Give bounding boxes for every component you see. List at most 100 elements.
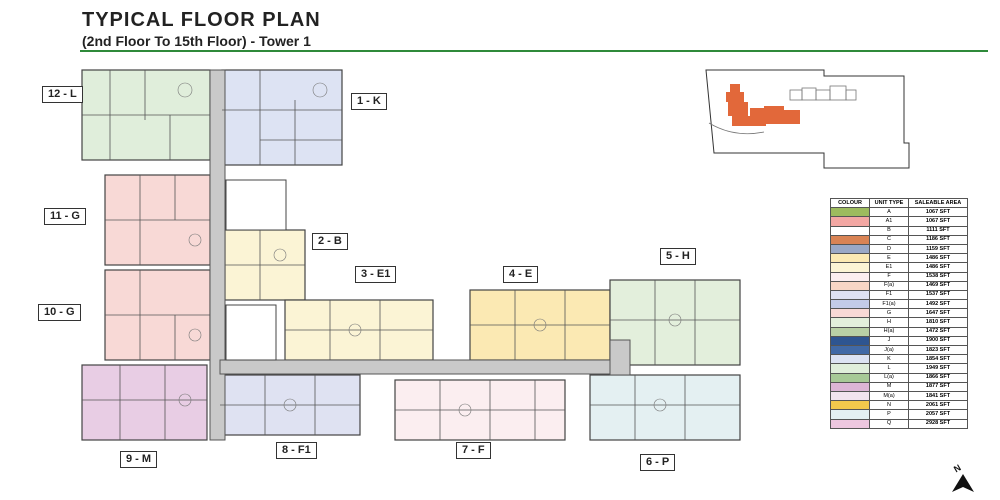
legend-color-swatch	[830, 381, 870, 392]
legend-color-swatch	[830, 317, 870, 328]
lift-core	[225, 304, 277, 361]
legend-row: H(a)1472 SFT	[830, 326, 968, 337]
legend-color-swatch	[830, 271, 870, 282]
legend-saleable-area: 1810 SFT	[908, 317, 968, 328]
legend-unit-type: F1(a)	[869, 299, 909, 310]
legend-unit-type: G	[869, 308, 909, 319]
page-subtitle: (2nd Floor To 15th Floor) - Tower 1	[82, 33, 311, 49]
legend-unit-type: J(a)	[869, 344, 909, 356]
legend-color-swatch	[830, 253, 870, 264]
legend-header-unit-type: UNIT TYPE	[869, 197, 909, 209]
stair-core	[225, 179, 287, 231]
legend-color-swatch	[830, 390, 870, 402]
unit-label-6-P: 6 - P	[640, 454, 676, 471]
legend-unit-type: A	[869, 207, 909, 218]
unit-label-7-F: 7 - F	[456, 442, 491, 459]
legend-color-swatch	[830, 280, 870, 291]
unit-label-9-M: 9 - M	[120, 451, 158, 468]
legend-unit-type: L	[869, 363, 909, 374]
legend-color-swatch	[830, 207, 870, 218]
legend-unit-type: H(a)	[869, 326, 909, 337]
unit-label-3-E1: 3 - E1	[355, 266, 397, 283]
legend-saleable-area: 1537 SFT	[908, 289, 968, 301]
legend-saleable-area: 1841 SFT	[908, 390, 968, 402]
unit-label-12-L: 12 - L	[42, 86, 83, 103]
legend-saleable-area: 1469 SFT	[908, 280, 968, 291]
legend-color-swatch	[830, 363, 870, 374]
legend-header-colour: COLOUR	[830, 197, 870, 209]
legend-unit-type: E1	[869, 262, 909, 273]
legend-saleable-area: 2928 SFT	[908, 418, 968, 429]
legend-color-swatch	[830, 299, 870, 310]
unit-label-11-G: 11 - G	[44, 208, 86, 225]
tower-1-highlight	[726, 84, 800, 126]
legend-color-swatch	[830, 354, 870, 365]
legend-unit-type: J	[869, 335, 909, 347]
legend-saleable-area: 2061 SFT	[908, 400, 968, 411]
legend-unit-type: M	[869, 381, 909, 392]
unit-label-1-K: 1 - K	[351, 93, 387, 110]
legend-color-swatch	[830, 372, 870, 383]
corridor-vertical	[209, 69, 226, 441]
legend-saleable-area: 1647 SFT	[908, 308, 968, 319]
corridor-horizontal	[219, 359, 616, 375]
legend-saleable-area: 1854 SFT	[908, 354, 968, 365]
unit-1-K-area	[221, 69, 343, 166]
legend-unit-type: N	[869, 400, 909, 411]
legend-saleable-area: 1067 SFT	[908, 216, 968, 227]
legend-color-swatch	[830, 234, 870, 245]
legend-saleable-area: 1486 SFT	[908, 253, 968, 264]
legend-unit-type: E	[869, 253, 909, 264]
legend-unit-type: F(a)	[869, 280, 909, 291]
legend-saleable-area: 1823 SFT	[908, 344, 968, 356]
page-title: TYPICAL FLOOR PLAN	[82, 9, 321, 31]
legend-color-swatch	[830, 335, 870, 347]
legend-row: F(a)1469 SFT	[830, 280, 968, 291]
legend-unit-type: C	[869, 234, 909, 245]
legend-unit-type: H	[869, 317, 909, 328]
unit-9-M-area	[81, 364, 208, 441]
legend-saleable-area: 1900 SFT	[908, 335, 968, 347]
legend-saleable-area: 1877 SFT	[908, 381, 968, 392]
floor-plan	[81, 69, 741, 441]
legend-unit-type: F	[869, 271, 909, 282]
legend-unit-type: F1	[869, 289, 909, 301]
legend-color-swatch	[830, 344, 870, 356]
legend-color-swatch	[830, 326, 870, 337]
corridor-east	[609, 339, 631, 376]
legend-color-swatch	[830, 243, 870, 255]
legend-saleable-area: 1067 SFT	[908, 207, 968, 218]
legend-color-swatch	[830, 216, 870, 227]
legend-unit-type: M(a)	[869, 390, 909, 402]
legend-saleable-area: 1486 SFT	[908, 262, 968, 273]
unit-label-8-F1: 8 - F1	[276, 442, 317, 459]
legend-unit-type: A1	[869, 216, 909, 227]
legend-saleable-area: 1866 SFT	[908, 372, 968, 383]
legend-saleable-area: 1472 SFT	[908, 326, 968, 337]
unit-label-2-B: 2 - B	[312, 233, 348, 250]
legend-color-swatch	[830, 418, 870, 429]
north-arrow-icon: N	[952, 462, 974, 492]
unit-6-P-area	[589, 374, 741, 441]
legend-row: F1(a)1492 SFT	[830, 299, 968, 310]
legend-unit-type: P	[869, 409, 909, 420]
unit-label-5-H: 5 - H	[660, 248, 696, 265]
legend-color-swatch	[830, 262, 870, 273]
legend-saleable-area: 1111 SFT	[908, 225, 968, 236]
legend-color-swatch	[830, 225, 870, 236]
legend-unit-type: K	[869, 354, 909, 365]
